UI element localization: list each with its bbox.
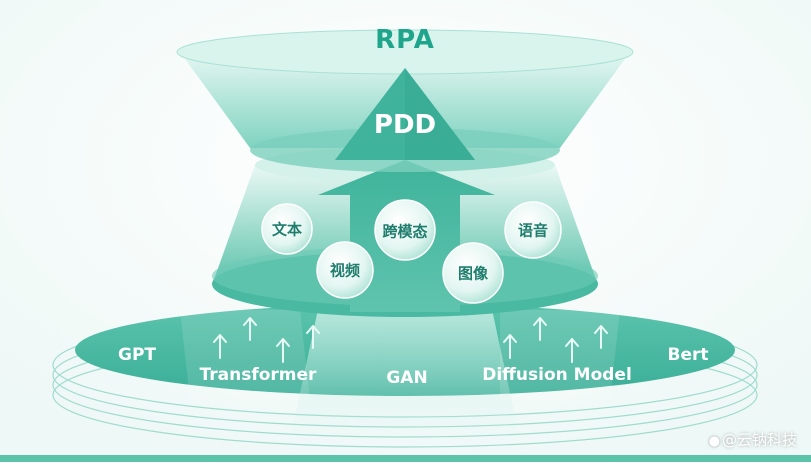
base-label: Bert bbox=[667, 345, 709, 365]
bubble-label: 跨模态 bbox=[382, 222, 428, 241]
watermark-text: @云钠科技 bbox=[721, 431, 797, 449]
base-label: Transformer bbox=[199, 365, 317, 385]
bubble-label: 图像 bbox=[457, 264, 489, 283]
base-label: GAN bbox=[386, 368, 428, 388]
base-label: GPT bbox=[117, 345, 157, 365]
bubble-label: 视频 bbox=[329, 261, 361, 280]
bubbles bbox=[261, 199, 562, 304]
middle-label: PDD bbox=[373, 110, 437, 140]
base-label: Diffusion Model bbox=[482, 365, 632, 385]
top-label: RPA bbox=[375, 25, 435, 55]
watermark: ●@云钠科技 bbox=[709, 429, 797, 450]
bubble-label: 文本 bbox=[271, 220, 303, 239]
small-arrows bbox=[213, 317, 608, 363]
bubble-label: 语音 bbox=[517, 221, 549, 240]
paw-icon: ● bbox=[708, 434, 720, 449]
